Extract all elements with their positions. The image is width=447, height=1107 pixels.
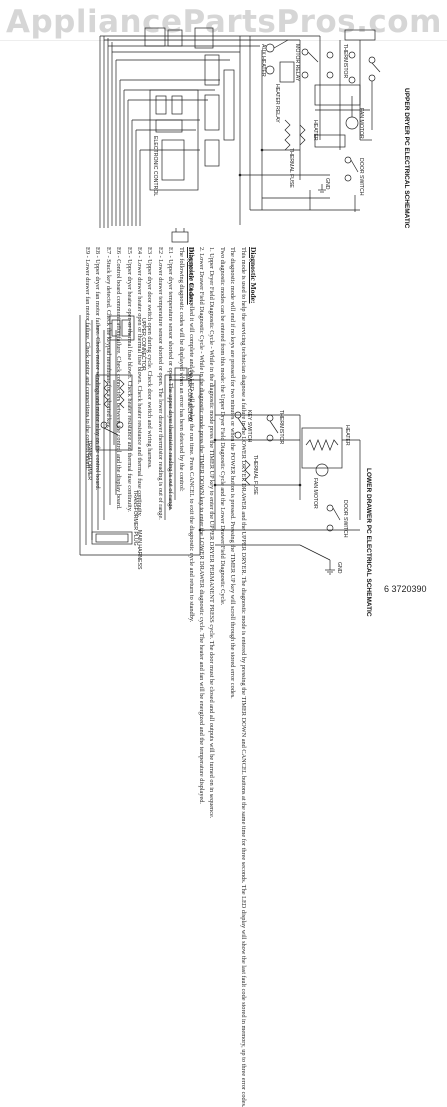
- lower-key-switch-label: KEY SWITCH: [246, 410, 252, 443]
- part-number: 6 3720390: [384, 584, 427, 594]
- upper-schematic-wiring: [99, 27, 381, 228]
- upper-door-switch-label: DOOR SWITCH: [358, 158, 364, 196]
- upper-thermal-fuse-label: THERMAL FUSE: [288, 148, 294, 188]
- lower-gnd-label: GND: [336, 562, 342, 574]
- watermark: AppliancePartsPros.com: [6, 4, 442, 40]
- upper-schematic-caption: UPPER DRYER PC ELECTRICAL SCHEMATIC: [403, 88, 410, 229]
- lower-main-harness-label: MAIN HARNESS: [136, 530, 142, 570]
- upper-gnd-label: GND: [324, 178, 330, 190]
- code-e7: E7 - Stuck key detected. Check the keypa…: [104, 247, 112, 429]
- code-e1: E1 - Upper dryer temperature sensor shor…: [167, 247, 175, 511]
- upper-aux-label: AUX HEATER: [260, 44, 266, 77]
- diagnostic-mode-p2: The diagnostic mode will end if no keys …: [229, 247, 237, 699]
- upper-motor-relay-label: MOTOR RELAY: [294, 44, 300, 82]
- watermark-rule: [0, 40, 447, 41]
- upper-heater-label: HEATER: [312, 120, 318, 141]
- upper-thermistor-label: THERMISTOR: [342, 44, 348, 79]
- diagnostic-codes-intro: The following diagnostic codes will be d…: [177, 247, 185, 492]
- lower-fan-motor-label: FAN MOTOR: [312, 478, 318, 509]
- lower-schematic-wiring: [79, 315, 361, 575]
- upper-heater-relay-label: HEATER RELAY: [274, 84, 280, 123]
- upper-fan-motor-label: FAN MOTOR: [358, 108, 364, 139]
- lower-heater-label: HEATER: [344, 425, 350, 446]
- lower-thermal-fuse-label: THERMAL FUSE: [252, 455, 258, 495]
- code-e9: E9 - Lower drawer fan motor failure. Che…: [83, 247, 91, 470]
- code-e8: E8 - Upper dryer fan motor failure. Chec…: [94, 247, 102, 491]
- diagnostic-mode-p3: Two diagnostic modes can be entered from…: [218, 247, 226, 606]
- lower-upper-connector-label: UPPER CONNECTOR: [140, 318, 146, 371]
- code-e6: E6 - Control board communication failure…: [115, 247, 123, 510]
- schematic-drawing: [79, 27, 381, 575]
- code-e3: E3 - Upper dryer door switch open during…: [146, 247, 154, 469]
- lower-transformer-label: TRANSFORMER: [86, 440, 92, 481]
- code-e2: E2 - Lower drawer temperature sensor sho…: [156, 247, 164, 520]
- lower-lower-connector-label: LOWER CONNECTOR: [186, 368, 192, 422]
- diagnostic-mode-heading: Diagnostic Mode:: [249, 247, 258, 304]
- diagnostic-mode-p5: 2. Lower Drawer Field Diagnostic Cycle -…: [197, 247, 205, 805]
- lower-thermistor-label: THERMISTOR: [278, 410, 284, 445]
- lower-door-switch-label: DOOR SWITCH: [342, 500, 348, 538]
- upper-control-label: ELECTRONIC CONTROL: [152, 136, 158, 197]
- lower-schematic-caption: LOWER DRAWER PC ELECTRICAL SCHEMATIC: [365, 468, 372, 617]
- diagnostic-mode-p1: This mode is used to help the servicing …: [239, 247, 247, 1107]
- diagnostic-mode-p4: 1. Upper Dryer Field Diagnostic Cycle - …: [208, 247, 216, 819]
